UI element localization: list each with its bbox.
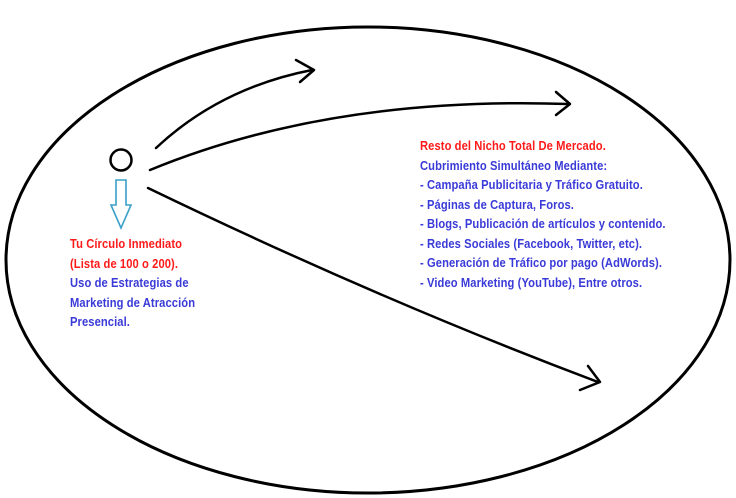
circle-icon	[109, 148, 133, 172]
market-niche-line: - Blogs, Publicación de artículos y cont…	[420, 216, 666, 231]
market-niche-line: - Video Marketing (YouTube), Entre otros…	[420, 274, 643, 290]
market-niche-line: - Generación de Tráfico por pago (AdWord…	[420, 255, 663, 270]
curved-arrow-upper-icon	[154, 58, 316, 150]
market-niche-line: Cubrimiento Simultáneo Mediante:	[420, 157, 608, 173]
curved-arrow-lower-icon	[146, 186, 602, 392]
market-niche-title: Resto del Nicho Total De Mercado.	[420, 138, 606, 153]
curved-arrow-middle-icon	[148, 90, 572, 172]
immediate-circle-body-line: Uso de Estrategias de	[70, 275, 189, 290]
market-niche-text: Resto del Nicho Total De Mercado. Cubrim…	[420, 136, 666, 292]
market-ellipse	[4, 25, 732, 495]
immediate-circle-subtitle: (Lista de 100 o 200).	[70, 255, 179, 271]
market-niche-line: - Páginas de Captura, Foros.	[420, 196, 574, 212]
immediate-circle-body-line: Presencial.	[70, 314, 130, 329]
immediate-circle-text: Tu Círculo Inmediato (Lista de 100 o 200…	[70, 234, 195, 332]
market-niche-line: - Redes Sociales (Facebook, Twitter, etc…	[420, 235, 643, 251]
down-arrow-icon	[109, 179, 133, 231]
market-niche-line: - Campaña Publicitaria y Tráfico Gratuit…	[420, 177, 643, 192]
immediate-circle-body-line: Marketing de Atracción	[70, 294, 196, 310]
immediate-circle-title: Tu Círculo Inmediato	[70, 236, 183, 251]
